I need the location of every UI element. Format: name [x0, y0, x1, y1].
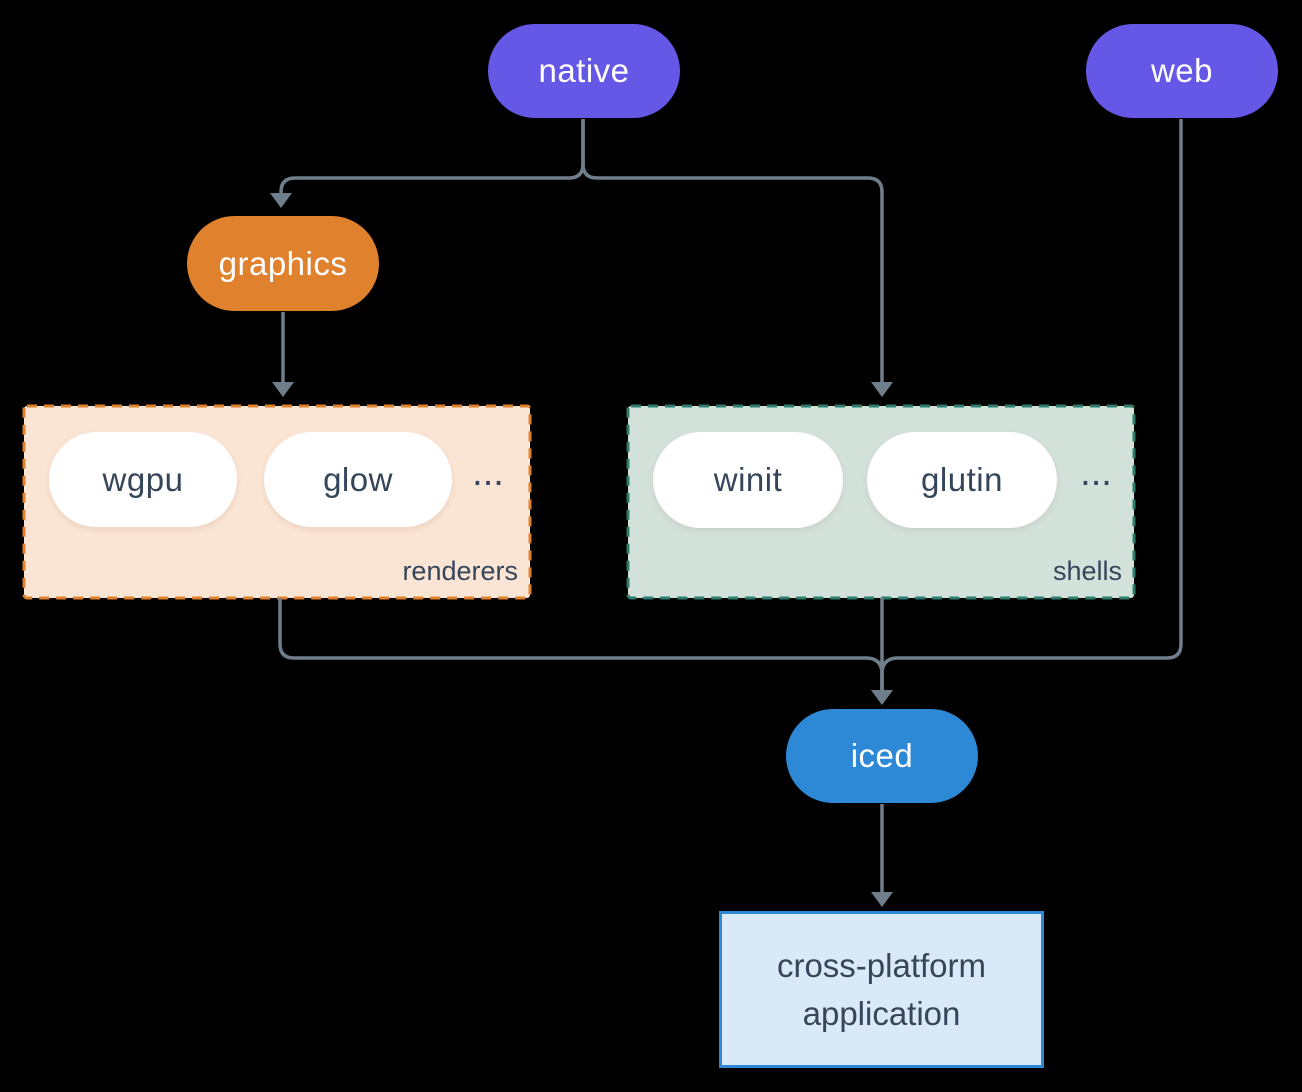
iced-node: iced — [786, 709, 978, 803]
edge-renderers-iced — [278, 598, 884, 692]
arrowhead-into-renderers — [272, 382, 294, 397]
shells-group-label: shells — [1052, 556, 1122, 586]
web-node: web — [1086, 24, 1278, 118]
native-label: native — [538, 52, 630, 89]
glow-label: glow — [323, 460, 393, 498]
arrowhead-into-shells — [871, 382, 893, 397]
iced-label: iced — [850, 737, 914, 774]
edge-native-graphics — [279, 119, 585, 195]
renderers-group-label: renderers — [402, 556, 518, 586]
web-label: web — [1150, 52, 1214, 89]
arrowhead-into-graphics — [270, 193, 292, 208]
glutin-node: glutin — [867, 432, 1057, 528]
graphics-node: graphics — [187, 216, 379, 311]
arrowhead-into-application — [871, 892, 893, 907]
winit-label: winit — [713, 461, 783, 498]
shells-ellipsis: ... — [1080, 452, 1112, 494]
graphics-label: graphics — [218, 244, 348, 282]
native-node: native — [488, 24, 680, 118]
renderers-ellipsis: ... — [472, 452, 504, 494]
cross-platform-application-label: cross-platform application — [776, 946, 987, 1032]
edge-native-shells — [581, 119, 884, 384]
wgpu-label: wgpu — [102, 460, 184, 498]
cross-platform-application-node: cross-platform application — [719, 911, 1044, 1068]
winit-node: winit — [653, 432, 843, 528]
glutin-label: glutin — [921, 461, 1003, 498]
arrowhead-into-iced — [871, 690, 893, 705]
glow-node: glow — [264, 432, 452, 527]
wgpu-node: wgpu — [49, 432, 237, 527]
